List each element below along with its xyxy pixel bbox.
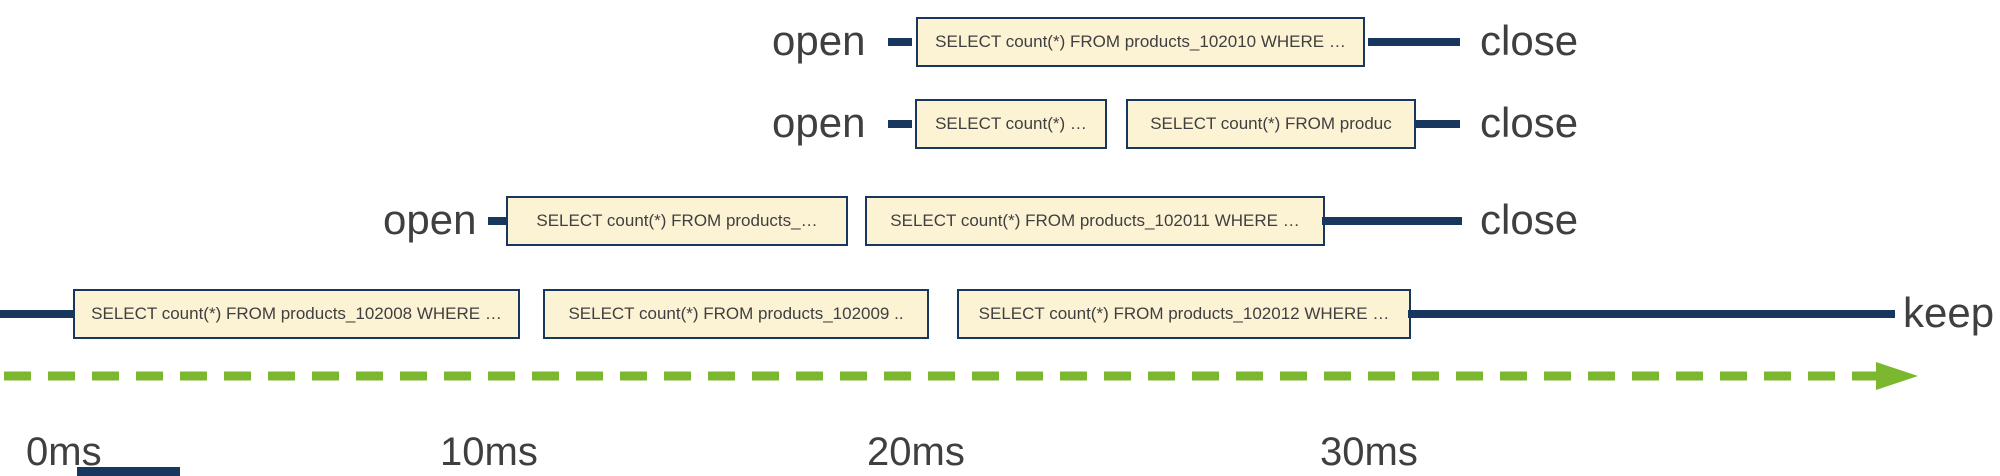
connection-line-segment: [1368, 38, 1460, 46]
connection-line-segment: [888, 38, 912, 46]
time-tick-0ms: 0ms: [26, 430, 102, 474]
query-box: SELECT count(*) …: [915, 99, 1107, 149]
query-text: SELECT count(*) FROM products_102011 WHE…: [890, 211, 1300, 230]
time-tick-20ms: 20ms: [867, 430, 965, 474]
open-label: open: [772, 99, 866, 147]
keep-label: keep: [1903, 289, 1995, 337]
connection-line-segment: [1414, 120, 1460, 128]
time-axis-arrowhead: [1876, 362, 1918, 390]
partial-box-edge: [77, 467, 180, 476]
connection-line-segment: [888, 120, 912, 128]
open-label: open: [772, 17, 866, 65]
open-label: open: [383, 196, 477, 244]
query-box: SELECT count(*) FROM products_102010 WHE…: [916, 17, 1365, 67]
close-label: close: [1480, 196, 1579, 244]
connection-line-segment: [0, 310, 76, 318]
connection-line-segment: [488, 217, 508, 225]
query-box: SELECT count(*) FROM products_102008 WHE…: [73, 289, 520, 339]
query-text: SELECT count(*) FROM produc: [1150, 114, 1392, 133]
connection-line-segment: [1322, 217, 1462, 225]
close-label: close: [1480, 99, 1579, 147]
time-axis-arrow: [4, 362, 1918, 390]
connection-line-segment: [1408, 310, 1895, 318]
query-text: SELECT count(*) FROM products_…: [536, 211, 818, 230]
query-text: SELECT count(*) FROM products_102009 ..: [568, 304, 904, 323]
query-text: SELECT count(*) FROM products_102010 WHE…: [935, 32, 1346, 51]
query-text: SELECT count(*) FROM products_102008 WHE…: [91, 304, 502, 323]
query-box: SELECT count(*) FROM produc: [1126, 99, 1416, 149]
time-tick-30ms: 30ms: [1320, 430, 1418, 474]
time-tick-10ms: 10ms: [440, 430, 538, 474]
query-box: SELECT count(*) FROM products_102009 ..: [543, 289, 929, 339]
close-label: close: [1480, 17, 1579, 65]
query-text: SELECT count(*) …: [935, 114, 1087, 133]
query-box: SELECT count(*) FROM products_102011 WHE…: [865, 196, 1325, 246]
query-box: SELECT count(*) FROM products_…: [506, 196, 848, 246]
query-box: SELECT count(*) FROM products_102012 WHE…: [957, 289, 1411, 339]
query-text: SELECT count(*) FROM products_102012 WHE…: [978, 304, 1390, 323]
